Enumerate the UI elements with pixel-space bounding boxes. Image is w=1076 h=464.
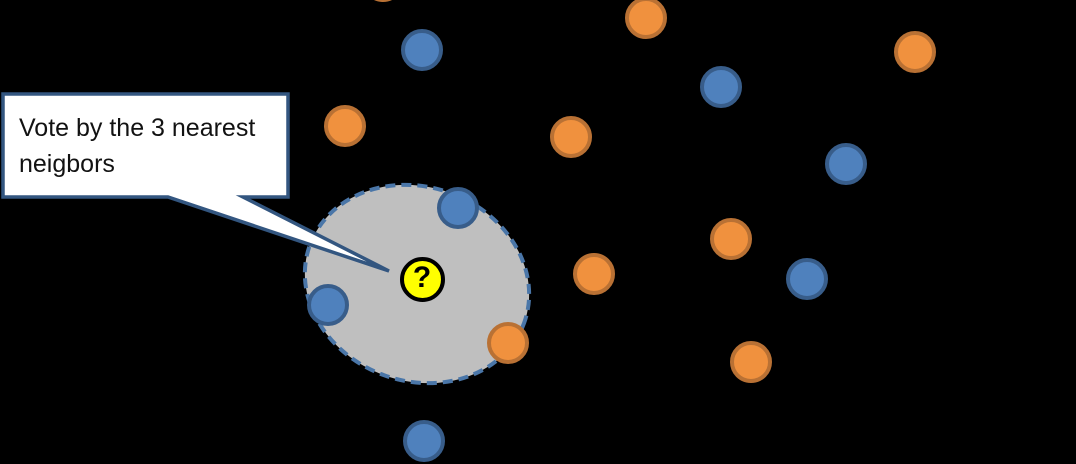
data-point-blue bbox=[437, 187, 479, 229]
data-point-blue bbox=[786, 258, 828, 300]
data-point-orange bbox=[625, 0, 667, 39]
data-point-orange bbox=[894, 31, 936, 73]
data-point-orange bbox=[324, 105, 366, 147]
data-point-blue bbox=[700, 66, 742, 108]
callout-text-line1: Vote by the 3 nearest bbox=[19, 114, 256, 142]
data-point-orange bbox=[550, 116, 592, 158]
data-point-orange bbox=[730, 341, 772, 383]
data-point-blue bbox=[825, 143, 867, 185]
callout-text-line2: neigbors bbox=[19, 150, 115, 178]
data-point-blue bbox=[401, 29, 443, 71]
data-point-orange bbox=[362, 0, 404, 2]
query-point: ? bbox=[399, 256, 445, 302]
data-point-orange bbox=[573, 253, 615, 295]
data-point-blue bbox=[307, 284, 349, 326]
query-point-label: ? bbox=[412, 261, 432, 294]
callout-text: Vote by the 3 nearest neigbors bbox=[19, 110, 255, 182]
data-point-orange bbox=[710, 218, 752, 260]
data-point-blue bbox=[403, 420, 445, 462]
data-point-orange bbox=[487, 322, 529, 364]
